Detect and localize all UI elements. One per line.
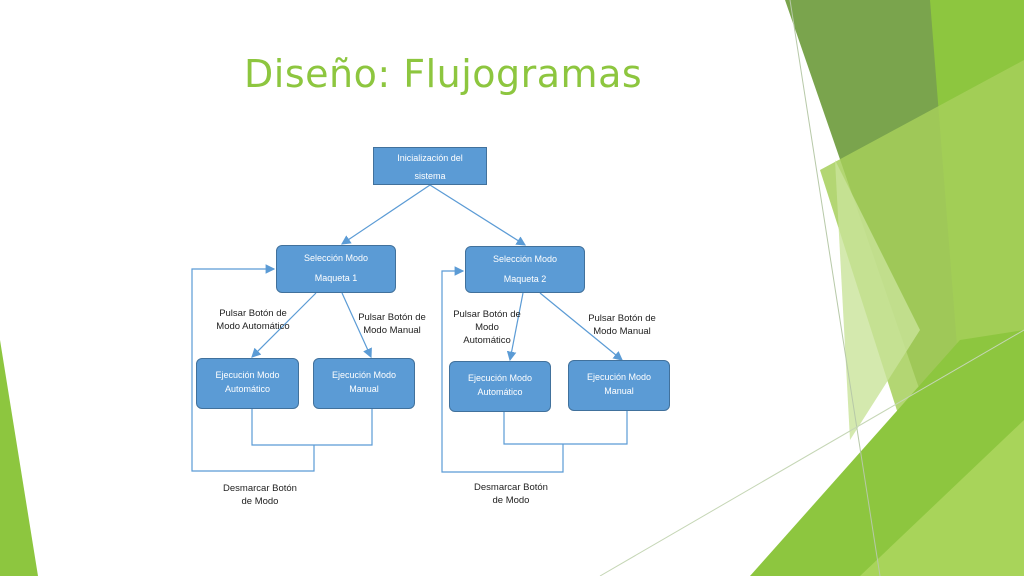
edge-label-automatico-2: Pulsar Botón de Modo Automático	[446, 308, 528, 347]
arrow-init-to-sel2	[429, 184, 527, 246]
node-line: Ejecución Modo	[331, 370, 397, 380]
node-line: Selección Modo	[303, 253, 369, 263]
node-seleccion-maqueta-1: Selección Modo Maqueta 1	[276, 245, 396, 293]
node-ejecucion-manual-1: Ejecución Modo Manual	[313, 358, 415, 409]
arrow-sel1-to-man1	[341, 292, 372, 359]
edge-label-line: Pulsar Botón de	[453, 309, 521, 320]
decor-green-shape	[835, 160, 920, 440]
edge-label-line: Automático	[463, 335, 511, 346]
edge-label-desmarcar-1: Desmarcar Botón de Modo	[216, 482, 304, 508]
decor-green-shape	[0, 340, 38, 576]
edge-label-line: Pulsar Botón de	[358, 312, 426, 323]
loop-back-maqueta-1	[251, 409, 373, 446]
node-line: Ejecución Modo	[467, 373, 533, 383]
node-line: Maqueta 2	[503, 274, 547, 284]
edge-label-automatico-1: Pulsar Botón de Modo Automático	[200, 307, 306, 333]
decor-line	[789, 0, 881, 576]
decor-line	[599, 329, 1024, 576]
edge-label-manual-1: Pulsar Botón de Modo Manual	[352, 311, 432, 337]
arrow-sel1-to-auto1	[251, 292, 317, 358]
edge-label-line: Modo Manual	[593, 326, 651, 337]
node-ejecucion-automatico-1: Ejecución Modo Automático	[196, 358, 299, 409]
node-ejecucion-manual-2: Ejecución Modo Manual	[568, 360, 670, 411]
node-line: Ejecución Modo	[215, 370, 280, 380]
slide-title: Diseño: Flujogramas	[244, 52, 643, 96]
decor-green-shape	[860, 420, 1024, 576]
edge-label-line: Desmarcar Botón	[223, 483, 297, 494]
node-seleccion-maqueta-2: Selección Modo Maqueta 2	[465, 246, 585, 293]
loop-back-maqueta-2	[441, 266, 564, 473]
arrow-sel2-to-auto2	[506, 292, 524, 362]
node-line: Manual	[604, 386, 634, 396]
edge-label-line: de Modo	[492, 495, 530, 506]
node-line: Ejecución Modo	[586, 372, 652, 382]
edge-label-line: de Modo	[241, 496, 279, 507]
node-inicializacion: Inicialización del sistema	[373, 147, 487, 185]
edge-label-line: Modo	[475, 322, 499, 333]
loop-back-maqueta-2	[503, 411, 628, 445]
decor-green-shape	[820, 60, 1024, 420]
edge-label-desmarcar-2: Desmarcar Botón de Modo	[467, 481, 555, 507]
node-line: Inicialización del	[397, 153, 463, 163]
loop-back-maqueta-1	[191, 264, 315, 472]
edge-label-line: Desmarcar Botón	[474, 482, 548, 493]
node-ejecucion-automatico-2: Ejecución Modo Automático	[449, 361, 551, 412]
edge-label-line: Modo Automático	[216, 321, 290, 332]
edge-label-manual-2: Pulsar Botón de Modo Manual	[580, 312, 664, 338]
edge-label-line: Pulsar Botón de	[588, 313, 656, 324]
node-line: Manual	[349, 384, 379, 394]
node-line: Maqueta 1	[314, 273, 358, 283]
arrow-sel2-to-man2	[539, 292, 623, 361]
node-line: sistema	[414, 171, 446, 181]
edge-label-line: Modo Manual	[363, 325, 421, 336]
node-line: Automático	[477, 387, 523, 397]
node-line: Automático	[224, 384, 271, 394]
node-line: Selección Modo	[492, 254, 558, 264]
edge-label-line: Pulsar Botón de	[219, 308, 287, 319]
arrow-init-to-sel1	[341, 184, 431, 245]
